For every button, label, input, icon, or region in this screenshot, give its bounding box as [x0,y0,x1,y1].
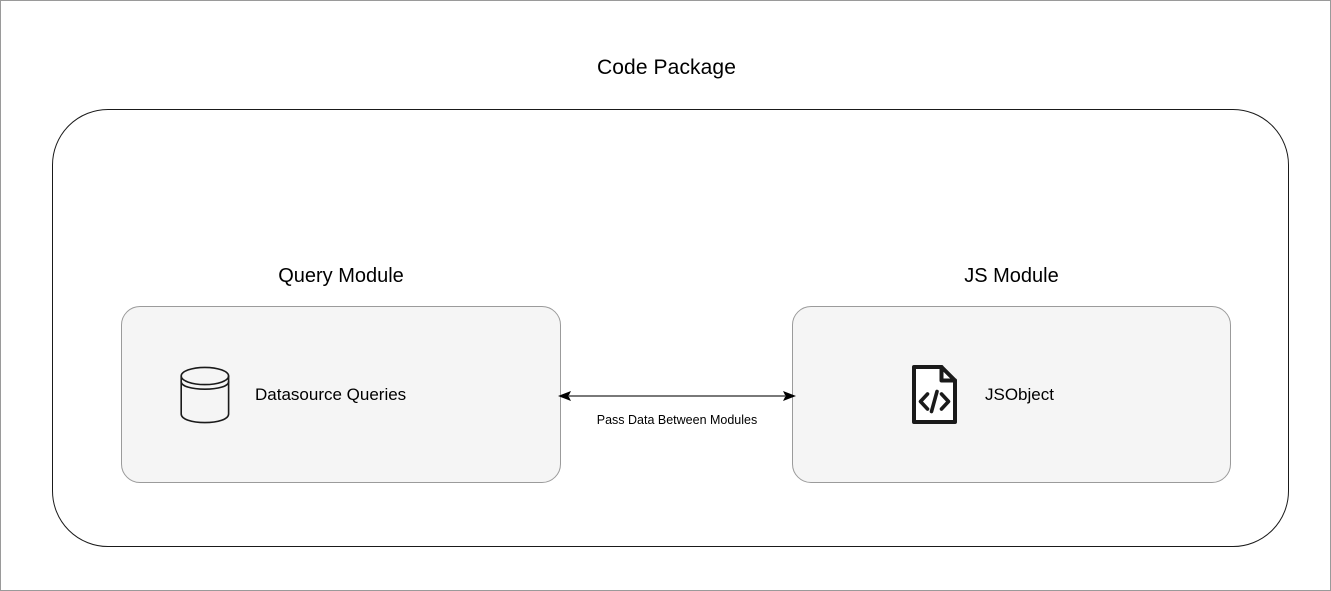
double-arrow-icon [558,391,796,401]
connector-label: Pass Data Between Modules [596,413,758,427]
database-cylinder-icon [178,364,232,426]
package-title: Code Package [597,56,736,79]
code-package-container [52,109,1289,547]
code-document-icon [911,364,958,425]
module-js-item-label: JSObject [985,384,1054,404]
module-query-card-content: Datasource Queries [122,307,616,482]
module-js: JS Module JSObject [792,265,1231,483]
module-query-title: Query Module [278,265,404,287]
module-query: Query Module Datasource Queries [121,265,561,483]
module-query-card[interactable]: Datasource Queries [121,306,561,483]
module-query-item-label: Datasource Queries [255,384,407,404]
module-js-card[interactable]: JSObject [792,306,1231,483]
module-js-card-content: JSObject [793,307,1330,482]
connector-arrow [557,382,797,410]
module-js-title: JS Module [964,265,1059,287]
